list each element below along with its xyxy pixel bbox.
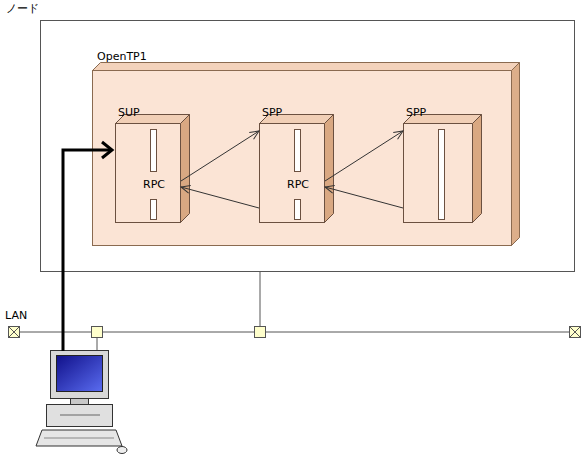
process-bar <box>439 130 445 220</box>
node-label: SPP <box>262 106 282 119</box>
box-side-face <box>473 115 482 223</box>
rpc-arrow <box>181 131 259 181</box>
lan-terminator <box>570 327 581 338</box>
server-box: SPPRPC <box>259 123 325 223</box>
node-frame: ノードOpenTP1SUPRPCSPPRPCSPP <box>40 20 575 272</box>
process-bar <box>295 130 301 172</box>
function-label: RPC <box>143 178 165 191</box>
function-label: RPC <box>287 178 309 191</box>
node-label: OpenTP1 <box>97 50 147 63</box>
system-box: OpenTP1SUPRPCSPPRPCSPP <box>92 70 512 246</box>
process-bar <box>151 130 157 172</box>
lan-terminator <box>9 327 20 338</box>
box-top-face <box>93 63 520 71</box>
lan-line <box>14 332 575 333</box>
server-box: SUPRPC <box>115 123 181 223</box>
network-label: LAN <box>5 309 27 322</box>
process-bar <box>295 200 301 220</box>
process-bar <box>151 200 157 220</box>
lan-junction <box>255 327 266 338</box>
rpc-arrow <box>325 131 403 181</box>
rpc-arrow <box>181 187 259 208</box>
node-label: ノード <box>6 2 39 15</box>
server-box: SPP <box>403 123 473 223</box>
pc-drop-line <box>97 337 98 350</box>
pc-symbol <box>36 351 127 454</box>
request-arrowhead <box>102 142 112 158</box>
process-bars <box>404 124 474 224</box>
node-label: SPP <box>406 106 426 119</box>
box-side-face <box>325 115 334 223</box>
box-side-face <box>512 63 520 246</box>
rpc-arrow <box>325 187 403 208</box>
node-label: SUP <box>118 106 140 119</box>
request-line <box>63 150 112 351</box>
process-bars <box>116 124 182 224</box>
lan-junction <box>92 327 103 338</box>
node-drop-line <box>260 272 261 326</box>
process-bars <box>260 124 326 224</box>
box-side-face <box>181 115 190 223</box>
